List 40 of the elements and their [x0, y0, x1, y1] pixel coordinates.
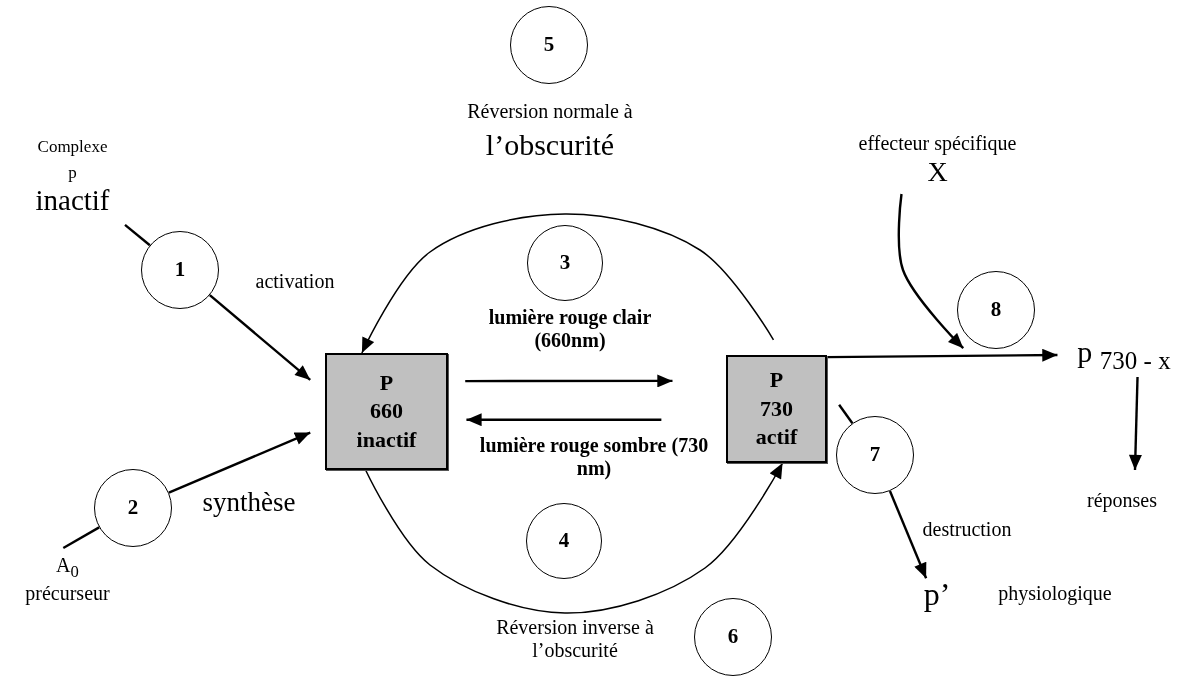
arrow — [888, 490, 928, 579]
node-text: X — [927, 156, 948, 188]
state-box — [726, 355, 827, 463]
connector-line — [124, 223, 151, 247]
arrow — [209, 294, 311, 381]
node-text: p’ — [923, 577, 951, 613]
node-text: inactif — [35, 185, 110, 217]
node-text: p — [68, 161, 77, 184]
step-number: 7 — [869, 443, 881, 467]
state-box — [325, 353, 448, 470]
node-text: A$_{0}$ — [56, 554, 79, 582]
step-caption: l’obscurité — [484, 128, 616, 163]
arrow — [465, 374, 673, 388]
arrow — [827, 348, 1058, 362]
edge-label: lumière rouge sombre (730 nm) — [479, 434, 709, 480]
arrow — [361, 213, 775, 354]
note-text: physiologique — [997, 582, 1113, 605]
node-text: effecteur spécifique — [858, 130, 1017, 157]
step-number: 2 — [127, 496, 139, 520]
node-text: réponses — [1087, 489, 1157, 511]
arrow — [168, 431, 311, 494]
step-number: 3 — [559, 251, 571, 275]
step-caption: Réversion normale à — [466, 100, 634, 123]
step-number: 8 — [990, 298, 1002, 322]
step-number: 1 — [174, 258, 186, 282]
connector-line — [838, 404, 854, 424]
step-caption: Réversion inverse à l’obscurité — [495, 616, 655, 662]
step-number: 4 — [558, 529, 570, 553]
step-number: 6 — [727, 625, 739, 649]
arrow — [1128, 376, 1142, 471]
state-label: P 660 inactif — [355, 368, 418, 454]
arrow — [466, 413, 662, 427]
node-text: p $_{730 - x}$ — [1077, 335, 1171, 375]
arrow — [364, 462, 784, 614]
arrow — [897, 193, 965, 350]
step-number: 5 — [543, 33, 555, 57]
connector-line — [62, 526, 100, 550]
state-label: P 730 actif — [754, 366, 799, 452]
node-text: précurseur — [25, 581, 110, 604]
node-text: Complexe — [37, 136, 108, 159]
